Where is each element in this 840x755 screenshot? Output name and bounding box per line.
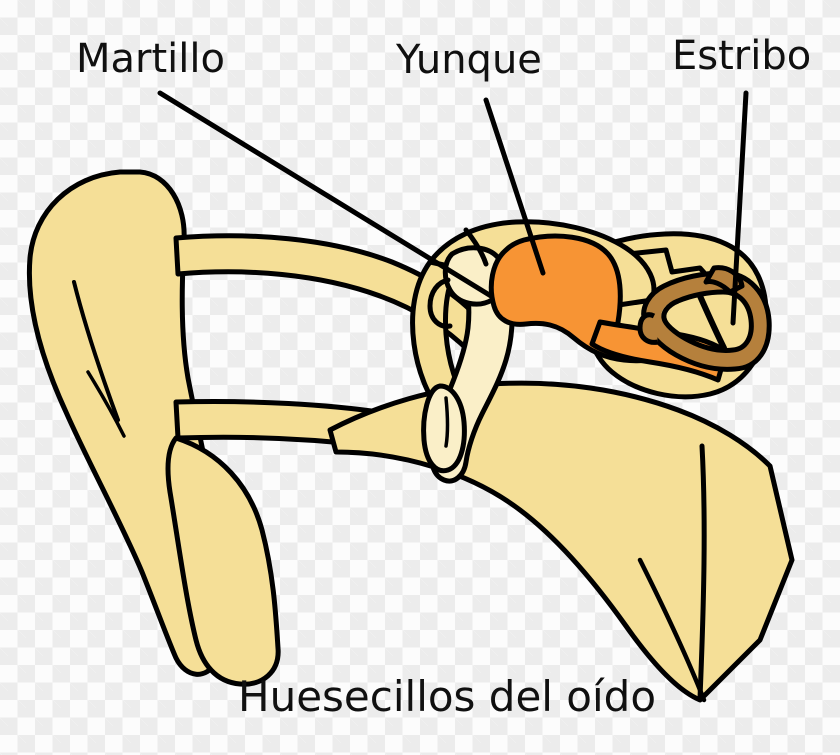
malleus-manubrium-crease <box>444 396 450 448</box>
left-plate-crease <box>72 280 120 422</box>
leader-line-yunque <box>483 97 546 276</box>
malleus-short-process <box>427 277 453 329</box>
middle-ear-floor <box>327 380 795 703</box>
temporal-bone-group <box>26 169 795 703</box>
label-estribo: Estribo <box>672 33 812 79</box>
malleus-anterior-process <box>463 227 489 267</box>
inferior-pillar-crease-2 <box>637 557 707 703</box>
inferior-pillar-crease <box>697 443 707 701</box>
leader-line-martillo <box>157 90 494 299</box>
malleus-manubrium <box>421 383 467 474</box>
stapes-head <box>637 312 659 345</box>
stapes-ring <box>644 273 769 369</box>
leader-lines-group <box>157 90 749 326</box>
stapes-crus-divider <box>697 293 727 351</box>
malleus-group <box>421 227 515 484</box>
stapes-ring-contour-inner <box>661 289 754 353</box>
leader-line-estribo <box>730 90 749 326</box>
label-martillo: Martillo <box>76 36 225 82</box>
diagram-title: Huesecillos del oído <box>238 672 657 721</box>
left-plate-crease-2 <box>86 370 126 438</box>
stapes-ring-contour-outer <box>641 270 772 372</box>
inferior-bone-mass <box>165 435 281 687</box>
label-yunque: Yunque <box>396 37 542 83</box>
